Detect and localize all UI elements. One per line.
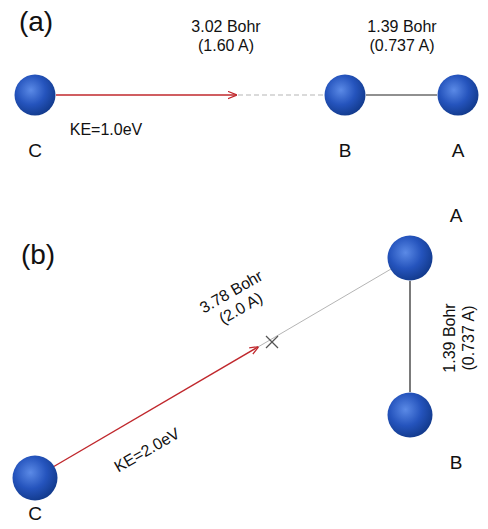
- dimension-label: 3.78 Bohr (2.0 A): [190, 262, 282, 337]
- panel-label: (b): [8, 238, 68, 272]
- bond-line: [409, 281, 410, 392]
- bond-line: [366, 94, 437, 95]
- trajectory-arrow: [56, 94, 236, 95]
- panel-label: (a): [6, 5, 66, 39]
- atom-label: A: [452, 140, 465, 162]
- atom-label: B: [450, 452, 463, 474]
- sphere-shape: [12, 455, 58, 501]
- atom-sphere: A: [387, 235, 433, 281]
- atom-label: C: [28, 503, 42, 525]
- sphere-shape: [14, 74, 56, 116]
- approach-line: [258, 269, 391, 347]
- atom-label: A: [450, 205, 463, 227]
- sphere-shape: [387, 235, 433, 281]
- atom-sphere: B: [387, 392, 433, 438]
- dimension-label: 1.39 Bohr (0.737 A): [360, 17, 444, 55]
- atom-label: B: [339, 140, 352, 162]
- sphere-shape: [387, 392, 433, 438]
- midpoint-mark: [266, 336, 278, 348]
- approach-line: [238, 94, 324, 95]
- dimension-label: KE=2.0eV: [99, 417, 195, 484]
- sphere-shape: [324, 74, 366, 116]
- atom-sphere: A: [437, 74, 479, 116]
- dimension-label: 1.39 Bohr (0.737 A): [440, 296, 478, 380]
- atom-label: C: [28, 140, 42, 162]
- dimension-label: KE=1.0eV: [56, 120, 156, 139]
- atom-sphere: C: [12, 455, 58, 501]
- sphere-shape: [437, 74, 479, 116]
- dimension-label: 3.02 Bohr (1.60 A): [184, 17, 268, 55]
- atom-sphere: B: [324, 74, 366, 116]
- atom-sphere: C: [14, 74, 56, 116]
